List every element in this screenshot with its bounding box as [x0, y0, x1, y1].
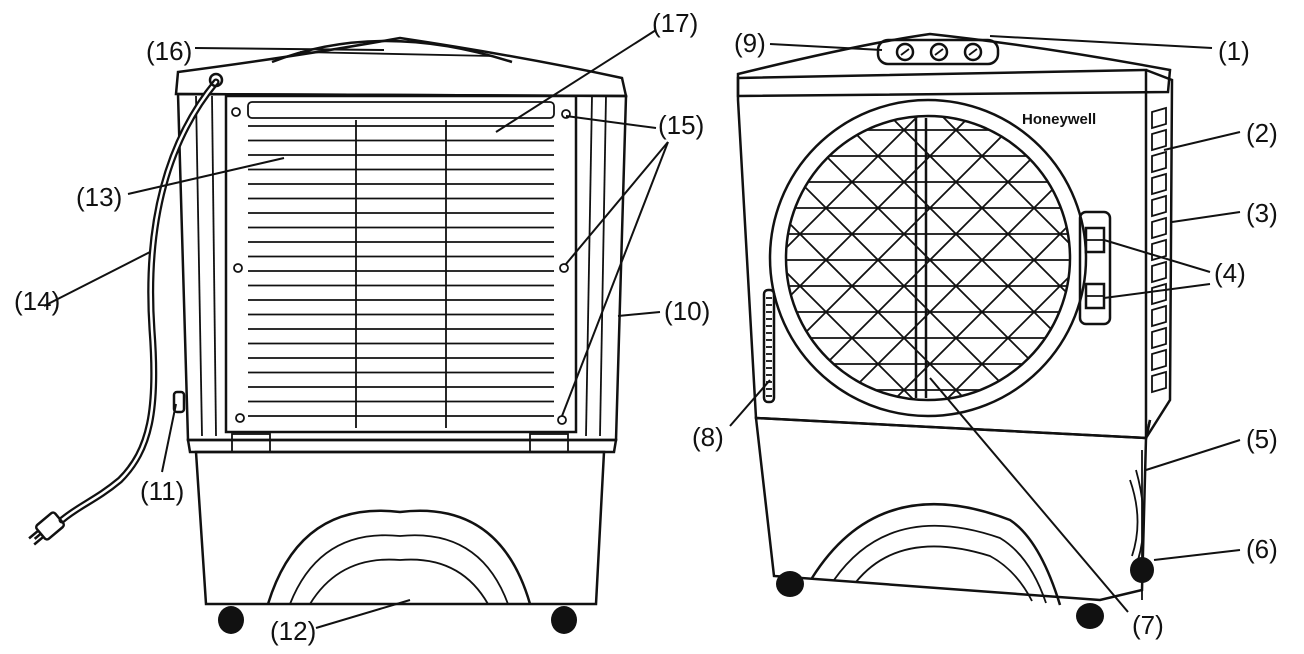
- side-vent-slot: [1151, 216, 1167, 240]
- front-top-cover: [736, 32, 1172, 98]
- callout-16: (16): [146, 36, 192, 66]
- callout-14: (14): [14, 286, 60, 316]
- screw: [559, 263, 569, 273]
- water-inlet-knob: [172, 390, 186, 414]
- rear-grille-panel: [224, 94, 578, 434]
- callout-9: (9): [734, 28, 766, 58]
- fan-grille: [787, 117, 1069, 399]
- side-vent-slot: [1151, 370, 1167, 394]
- callout-6: (6): [1246, 534, 1278, 564]
- screw: [231, 107, 241, 117]
- callout-1: (1): [1218, 36, 1250, 66]
- callout-11: (11): [140, 476, 184, 506]
- callout-17: (17): [652, 8, 698, 38]
- power-plug: [28, 511, 66, 546]
- side-vent-slot: [1151, 150, 1167, 174]
- callout-4: (4): [1214, 258, 1246, 288]
- control-knob: [929, 42, 949, 62]
- screw: [233, 263, 243, 273]
- rear-louvers: [248, 125, 554, 417]
- control-panel: [876, 38, 1000, 66]
- side-vent-slot: [1151, 106, 1167, 130]
- callout-15: (15): [658, 110, 704, 140]
- screw: [557, 415, 567, 425]
- side-vent-slot: [1151, 194, 1167, 218]
- control-knob: [963, 42, 983, 62]
- callout-2: (2): [1246, 118, 1278, 148]
- rear-body: [176, 92, 628, 442]
- callout-13: (13): [76, 182, 122, 212]
- rear-view-unit: [28, 36, 628, 634]
- water-level-indicator: [762, 288, 776, 404]
- side-vent-slot: [1151, 326, 1167, 350]
- screw: [235, 413, 245, 423]
- side-air-vents: [1151, 106, 1167, 394]
- callout-3: (3): [1246, 198, 1278, 228]
- side-panel: [1144, 68, 1174, 439]
- front-view-unit: Honeywell: [736, 32, 1174, 629]
- brand-logo: Honeywell: [1022, 111, 1096, 128]
- louver-switch-panel: [1078, 210, 1112, 326]
- caster-wheel: [1076, 603, 1104, 629]
- fan-grille-ring: [768, 98, 1088, 418]
- callout-8: (8): [692, 422, 724, 452]
- side-vent-slot: [1151, 304, 1167, 328]
- caster-wheel: [776, 571, 804, 597]
- callout-12: (12): [270, 616, 316, 646]
- screw: [561, 109, 571, 119]
- rear-top-cover: [174, 36, 628, 98]
- caster-wheel: [218, 606, 244, 634]
- caster-wheel: [551, 606, 577, 634]
- side-vent-slot: [1151, 128, 1167, 152]
- side-vent-slot: [1151, 282, 1167, 306]
- leader-lines: [43, 29, 1241, 629]
- control-knob: [895, 42, 915, 62]
- side-vent-slot: [1151, 172, 1167, 196]
- callout-5: (5): [1246, 424, 1278, 454]
- rear-water-tank: [194, 450, 606, 606]
- caster-wheel: [1130, 557, 1154, 583]
- callout-7: (7): [1132, 610, 1164, 640]
- side-vent-slot: [1151, 348, 1167, 372]
- side-vent-slot: [1151, 260, 1167, 284]
- callout-10: (10): [664, 296, 710, 326]
- rear-handle: [271, 39, 513, 64]
- callout-labels: (1) (2) (3) (4) (5) (6) (7) (8) (9) (10)…: [14, 8, 1278, 646]
